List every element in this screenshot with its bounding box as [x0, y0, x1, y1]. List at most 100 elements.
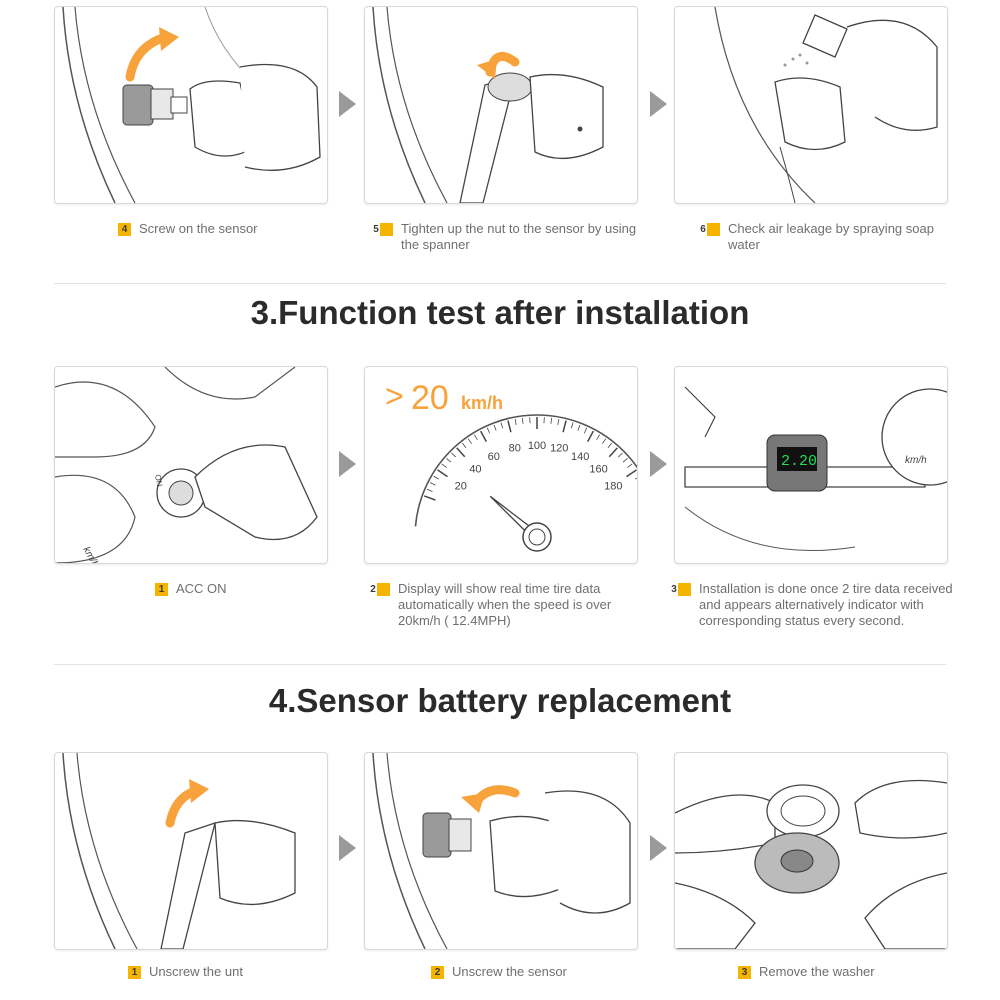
dial-minor-tick: [446, 457, 452, 463]
section-divider: [54, 283, 946, 284]
step-text: Unscrew the unt: [149, 964, 243, 979]
dial-major-tick: [587, 430, 594, 442]
dial-minor-tick: [473, 434, 478, 441]
speed-unit: km/h: [461, 393, 503, 413]
step-number-badge: 1: [155, 583, 168, 596]
acc-on-drawing: ON km/h: [55, 367, 318, 563]
step-number-badge: 3: [738, 966, 751, 979]
illustration-check-leakage: [674, 6, 948, 204]
step-caption: 6 Check air leakage by spraying soap wate…: [700, 221, 948, 253]
dial-minor-tick: [467, 438, 472, 444]
unscrew-unit-drawing: [62, 753, 296, 949]
step-number-badge: 2: [431, 966, 444, 979]
step-text: Display will show real time tire data au…: [398, 581, 612, 628]
next-arrow-icon: [339, 91, 356, 117]
handlebar-display-drawing: 2.20 km/h: [684, 386, 947, 552]
illustration-unscrew-sensor: [364, 752, 638, 950]
dial-minor-tick: [429, 482, 436, 486]
dial-tick-label: 80: [509, 443, 521, 455]
next-arrow-icon: [339, 451, 356, 477]
dial-minor-tick: [622, 457, 628, 463]
speed-value: 20: [411, 379, 449, 417]
illustration-acc-on: ON km/h: [54, 366, 328, 564]
dial-major-tick: [562, 420, 567, 433]
dial-tick-label: 120: [550, 443, 568, 455]
check-leakage-drawing: [714, 7, 938, 203]
step-number-badge: 2: [370, 583, 390, 596]
dial-major-tick: [626, 469, 637, 478]
dial-major-tick: [507, 420, 512, 433]
dial-hub: [522, 522, 552, 552]
illustration-handlebar-display: 2.20 km/h: [674, 366, 948, 564]
section-title: 4.Sensor battery replacement: [268, 682, 732, 719]
step-caption: 1 Unscrew the unt: [128, 964, 328, 980]
dial-minor-tick: [514, 418, 517, 425]
next-arrow-icon: [650, 91, 667, 117]
dial-minor-tick: [461, 442, 467, 449]
dial-major-tick: [423, 495, 436, 501]
dial-major-tick: [437, 469, 448, 478]
section-divider: [54, 664, 946, 665]
dial-minor-tick: [607, 442, 613, 449]
dial-major-tick: [456, 447, 466, 458]
dial-minor-tick: [618, 452, 623, 458]
step-text: Remove the washer: [759, 964, 875, 979]
dial-minor-tick: [627, 463, 633, 468]
step-caption: 1 ACC ON: [155, 581, 335, 597]
on-label: ON: [153, 474, 164, 488]
dial-outer-arc: [414, 414, 637, 527]
dial-minor-tick: [635, 477, 637, 480]
dial-minor-tick: [500, 422, 504, 429]
tighten-nut-drawing: [372, 7, 604, 203]
dial-tick-label: 60: [488, 451, 500, 463]
dial-minor-tick: [583, 427, 588, 434]
gauge-unit-label: km/h: [905, 455, 927, 466]
step-number-badge: 5: [373, 223, 393, 236]
step-number-badge: 1: [128, 966, 141, 979]
dial-minor-tick: [557, 418, 560, 425]
next-arrow-icon: [339, 835, 356, 861]
dial-minor-tick: [577, 424, 581, 431]
dial-minor-tick: [441, 463, 447, 468]
dial-minor-tick: [570, 422, 574, 429]
dial-minor-tick: [596, 434, 601, 441]
dial-tick-label: 20: [455, 481, 467, 493]
dial-tick-label: 100: [528, 440, 546, 452]
dial-major-tick: [480, 430, 487, 442]
next-arrow-icon: [650, 451, 667, 477]
next-arrow-icon: [650, 835, 667, 861]
dial-minor-tick: [426, 488, 433, 492]
step-text: Installation is done once 2 tire data re…: [699, 581, 953, 628]
dial-minor-tick: [550, 417, 553, 424]
illustration-unscrew-unit: [54, 752, 328, 950]
step-text: Screw on the sensor: [139, 221, 258, 236]
remove-washer-drawing: [675, 779, 947, 949]
dial-tick-label: 140: [571, 451, 589, 463]
step-number-badge: 4: [118, 223, 131, 236]
dial-hub-inner: [528, 528, 546, 546]
step-caption: 3 Remove the washer: [738, 964, 938, 980]
unscrew-sensor-drawing: [372, 753, 631, 949]
dial-minor-tick: [521, 417, 524, 424]
step-text: Tighten up the nut to the sensor by usin…: [401, 221, 637, 252]
step-text: ACC ON: [176, 581, 227, 596]
dial-minor-tick: [493, 424, 497, 431]
illustration-remove-washer: [674, 752, 948, 950]
dial-major-tick: [608, 447, 618, 458]
dial-minor-tick: [433, 475, 439, 480]
dial-minor-tick: [486, 427, 491, 434]
section-title: 3.Function test after installation: [250, 294, 750, 331]
lcd-display-value: 2.20: [781, 453, 817, 470]
step-text: Check air leakage by spraying soap water: [728, 221, 934, 252]
screw-on-sensor-drawing: [62, 7, 321, 203]
step-number-badge: 6: [700, 223, 720, 236]
dial-tick-label: 180: [604, 481, 622, 493]
dial-minor-tick: [602, 438, 607, 444]
dial-tick-label: 160: [589, 464, 607, 476]
illustration-tighten-nut: [364, 6, 638, 204]
